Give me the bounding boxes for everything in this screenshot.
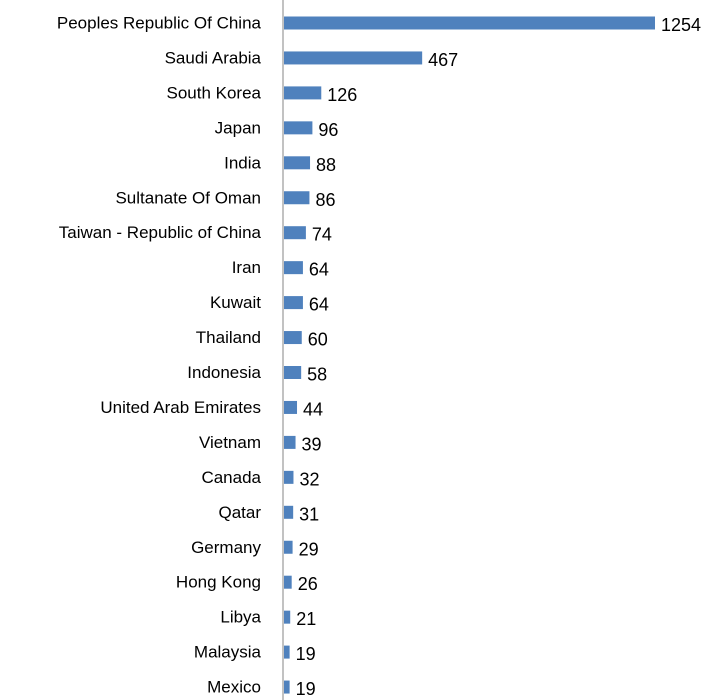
bar <box>284 296 303 310</box>
category-label: United Arab Emirates <box>100 398 261 417</box>
bar <box>284 680 290 694</box>
value-label: 64 <box>309 295 329 315</box>
value-label: 74 <box>312 225 332 245</box>
value-label: 64 <box>309 260 329 280</box>
bar <box>284 645 290 659</box>
bar <box>284 470 294 484</box>
category-label: Germany <box>191 538 261 557</box>
bar <box>284 191 310 205</box>
category-label: Peoples Republic Of China <box>57 14 262 33</box>
bar <box>284 610 291 624</box>
bar <box>284 16 655 30</box>
value-label: 58 <box>307 365 327 385</box>
value-label: 19 <box>296 644 316 664</box>
value-label: 19 <box>296 679 316 699</box>
value-label: 60 <box>308 330 328 350</box>
value-label: 44 <box>303 399 323 419</box>
category-label: Saudi Arabia <box>165 48 262 67</box>
category-label: Taiwan - Republic of China <box>59 223 262 242</box>
category-label: Japan <box>215 118 261 137</box>
bar <box>284 505 294 519</box>
value-label: 1254 <box>661 15 701 35</box>
category-label: Mexico <box>207 678 261 697</box>
category-label: Sultanate Of Oman <box>115 188 261 207</box>
category-label: Qatar <box>218 503 261 522</box>
category-label: India <box>224 153 261 172</box>
value-label: 26 <box>298 574 318 594</box>
category-label: South Korea <box>166 83 261 102</box>
category-label: Malaysia <box>194 643 262 662</box>
category-label: Iran <box>232 258 261 277</box>
bar <box>284 226 306 240</box>
value-label: 29 <box>299 539 319 559</box>
category-label: Canada <box>201 468 261 487</box>
value-label: 21 <box>296 609 316 629</box>
bar <box>284 400 298 414</box>
value-label: 88 <box>316 155 336 175</box>
bar <box>284 86 322 100</box>
value-label: 39 <box>302 434 322 454</box>
bar <box>284 540 293 554</box>
value-label: 32 <box>299 469 319 489</box>
bar <box>284 156 311 170</box>
value-labels-group: 1254 467 126 96 88 86 74 64 64 60 58 44 39 32 31 29 26 21… <box>296 15 701 699</box>
value-label: 86 <box>315 190 335 210</box>
bar <box>284 331 302 345</box>
value-label: 31 <box>299 504 319 524</box>
bar <box>284 575 292 589</box>
bar <box>284 366 302 379</box>
category-label: Vietnam <box>199 433 261 452</box>
value-label: 96 <box>318 120 338 140</box>
value-label: 467 <box>428 50 458 70</box>
value-label: 126 <box>327 85 357 105</box>
bar <box>284 121 313 135</box>
category-label: Indonesia <box>187 363 261 382</box>
category-label: Hong Kong <box>176 573 261 592</box>
bar <box>284 435 296 449</box>
category-label: Kuwait <box>210 293 261 312</box>
bar <box>284 261 303 275</box>
bars-group <box>284 16 655 694</box>
category-label: Libya <box>220 608 261 627</box>
bar <box>284 51 423 65</box>
category-label: Thailand <box>196 328 261 347</box>
